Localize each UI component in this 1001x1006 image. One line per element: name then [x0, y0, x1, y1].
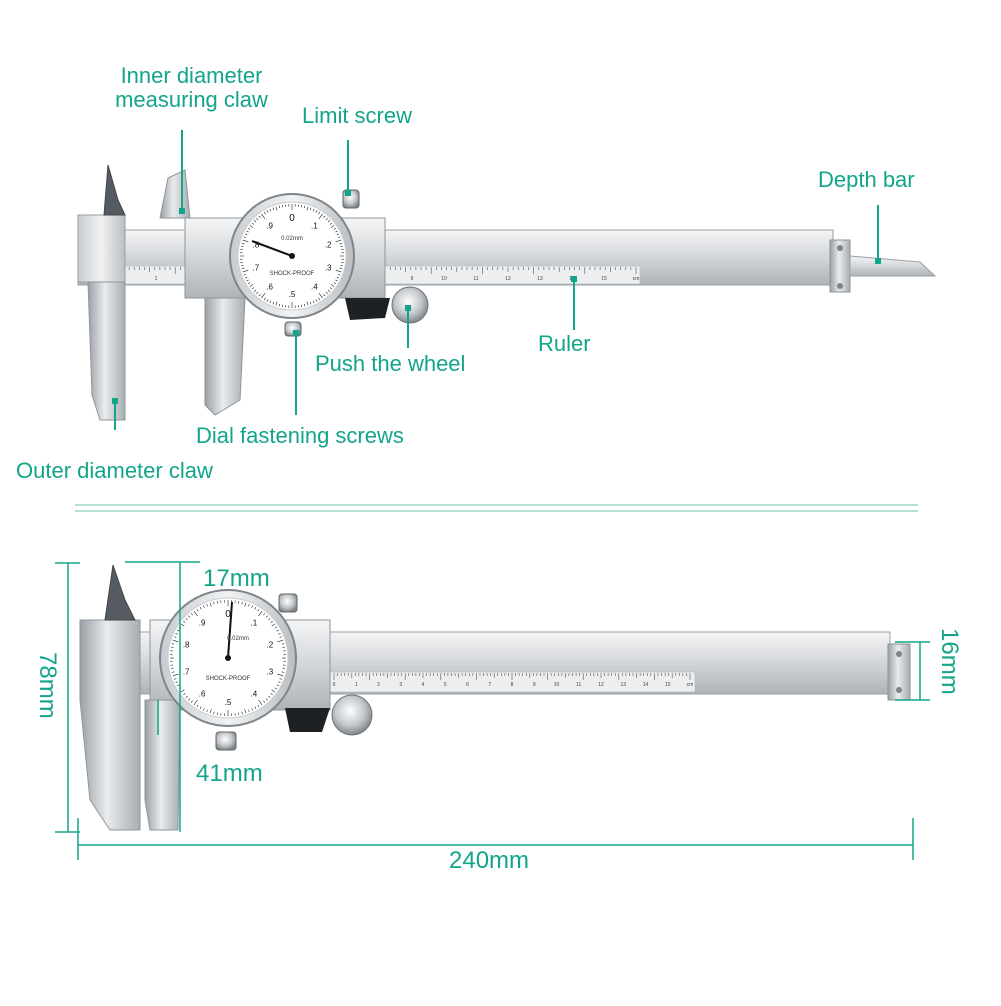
- dial-mark: .3: [267, 668, 274, 677]
- label-dial-screws: Dial fastening screws: [196, 424, 404, 448]
- top-inner-claw-slider: [160, 170, 190, 218]
- dial-mark: .8: [183, 640, 190, 649]
- top-end-screw-1: [837, 245, 843, 251]
- dial-mark: .5: [289, 290, 296, 299]
- ruler-mark: 12: [505, 276, 511, 282]
- label-ruler: Ruler: [538, 332, 591, 356]
- top-inner-claw-fixed: [104, 165, 125, 215]
- dial-mark: .1: [311, 221, 318, 230]
- ruler-mark: 7: [488, 682, 491, 688]
- top-thumb-block: [345, 298, 390, 320]
- dial-mark: .1: [251, 618, 258, 627]
- bottom-slider-jaw: [145, 700, 180, 830]
- bottom-fixed-jaw: [80, 620, 140, 830]
- bottom-dial-screw: [216, 732, 236, 750]
- dim-jaw-width: 17mm: [203, 566, 270, 592]
- ruler-mark: 3: [399, 682, 402, 688]
- dial-mark: .2: [267, 640, 274, 649]
- ruler-mark: 13: [537, 276, 543, 282]
- top-fixed-jaw: [78, 215, 125, 282]
- dial-mark: .3: [325, 264, 332, 273]
- label-depth-bar: Depth bar: [818, 168, 915, 192]
- ruler-mark: 15: [665, 682, 671, 688]
- top-dial-resolution: 0.02mm: [281, 236, 303, 242]
- bottom-dial-resolution: 0.02mm: [227, 636, 249, 642]
- ruler-mark: 9: [411, 276, 414, 282]
- label-push-wheel: Push the wheel: [315, 352, 465, 376]
- bottom-inner-claw: [105, 565, 135, 620]
- depth-bar: [850, 256, 935, 276]
- ruler-mark: cm: [633, 276, 640, 282]
- bottom-dial-hub: [225, 655, 231, 661]
- label-inner-claw: Inner diameter measuring claw: [104, 64, 279, 112]
- ruler-mark: 14: [643, 682, 649, 688]
- top-dial-hub: [289, 253, 295, 259]
- ruler-mark: 15: [601, 276, 607, 282]
- ruler-mark: 10: [554, 682, 560, 688]
- ruler-mark: cm: [687, 682, 694, 688]
- dial-mark: 0: [289, 213, 295, 224]
- bottom-push-wheel: [332, 695, 372, 735]
- dial-mark: .6: [266, 283, 273, 292]
- ruler-mark: 11: [473, 276, 478, 282]
- dial-mark: .7: [253, 264, 260, 273]
- ruler-mark: 8: [511, 682, 514, 688]
- dim-height: 78mm: [34, 652, 60, 719]
- bottom-thumb-block: [285, 708, 330, 732]
- top-end-screw-2: [837, 283, 843, 289]
- ruler-mark: 11: [576, 682, 581, 688]
- bottom-end-screw-1: [896, 651, 902, 657]
- ruler-mark: 1: [155, 276, 158, 282]
- ruler-mark: 5: [444, 682, 447, 688]
- bottom-end-screw-2: [896, 687, 902, 693]
- ruler-mark: 0: [333, 682, 336, 688]
- dial-mark: .4: [251, 690, 258, 699]
- ruler-mark: 1: [355, 682, 358, 688]
- label-limit-screw: Limit screw: [302, 104, 412, 128]
- dial-mark: .4: [311, 283, 318, 292]
- top-outer-claw-fixed: [88, 282, 125, 420]
- dial-mark: .9: [266, 221, 273, 230]
- dim-beam-height: 16mm: [936, 628, 962, 695]
- dial-mark: .7: [183, 668, 190, 677]
- ruler-mark: 9: [533, 682, 536, 688]
- label-inner-claw-line1: Inner diameter measuring claw: [104, 64, 279, 112]
- bottom-dial-brand: SHOCK-PROOF: [206, 676, 251, 682]
- dial-mark: .2: [325, 240, 332, 249]
- dial-mark: .5: [225, 698, 232, 707]
- top-dial-brand: SHOCK-PROOF: [270, 271, 315, 277]
- dial-mark: .9: [199, 618, 206, 627]
- top-outer-claw-slider: [205, 298, 245, 415]
- dial-mark: .6: [199, 690, 206, 699]
- ruler-mark: 4: [422, 682, 425, 688]
- section-divider: [75, 505, 918, 511]
- dim-length: 240mm: [449, 848, 529, 874]
- dim-dial-diameter: 41mm: [196, 761, 263, 787]
- label-outer-claw: Outer diameter claw: [16, 459, 213, 483]
- ruler-mark: 2: [377, 682, 380, 688]
- bottom-limit-screw: [279, 594, 297, 612]
- ruler-mark: 10: [441, 276, 447, 282]
- ruler-mark: 6: [466, 682, 469, 688]
- ruler-mark: 13: [620, 682, 626, 688]
- ruler-mark: 12: [598, 682, 604, 688]
